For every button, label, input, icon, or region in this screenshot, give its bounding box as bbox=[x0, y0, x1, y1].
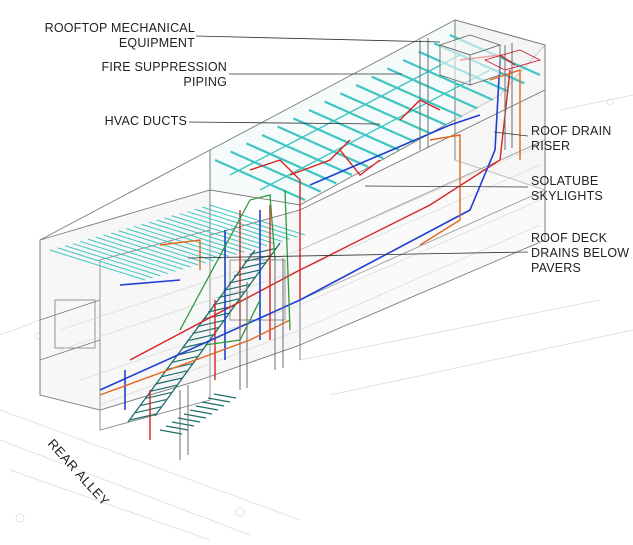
deck-paver-line bbox=[194, 208, 290, 240]
stair-tread bbox=[150, 384, 177, 392]
callout-line: SKYLIGHTS bbox=[531, 189, 603, 203]
stair-tread bbox=[223, 283, 250, 291]
duct-segment bbox=[339, 92, 431, 135]
duct-segment bbox=[245, 142, 337, 185]
roof-drain-piping bbox=[99, 69, 521, 396]
stair-tread bbox=[161, 370, 188, 378]
deck-paver-line bbox=[72, 243, 169, 275]
duct-segment bbox=[277, 125, 369, 168]
callout-hvac-ducts: HVAC DUCTS bbox=[30, 114, 187, 129]
callout-line: PAVERS bbox=[531, 261, 582, 275]
stair-tread bbox=[213, 298, 240, 306]
callout-solatube-skylights: SOLATUBE SKYLIGHTS bbox=[531, 174, 603, 204]
stair-tread bbox=[201, 401, 225, 407]
callout-line: FIRE SUPPRESSION bbox=[101, 60, 227, 74]
deck-paver-line bbox=[80, 240, 176, 272]
duct-run bbox=[229, 54, 461, 176]
duct-segment bbox=[292, 117, 384, 160]
hvac-duct-grid bbox=[214, 33, 541, 202]
ground-plane bbox=[0, 94, 633, 541]
stair-tread bbox=[135, 406, 162, 414]
stair-tread bbox=[159, 429, 183, 435]
duct-segment bbox=[386, 67, 478, 110]
stair-tread bbox=[207, 397, 231, 403]
stair-tread bbox=[187, 334, 214, 342]
stair-tread bbox=[239, 262, 266, 270]
stair-assembly bbox=[127, 242, 281, 435]
callout-fire-suppression-piping: FIRE SUPPRESSION PIPING bbox=[30, 60, 227, 90]
roof-deck-pavers bbox=[49, 204, 306, 281]
callout-line: RISER bbox=[531, 139, 571, 153]
deck-paver-line bbox=[179, 213, 275, 245]
stair-stringer bbox=[127, 249, 256, 423]
stair-tread bbox=[197, 319, 224, 327]
callout-roof-drain-riser: ROOF DRAIN RISER bbox=[531, 124, 611, 154]
deck-paver-line bbox=[103, 234, 199, 266]
duct-segment bbox=[355, 83, 447, 127]
stair-tread bbox=[165, 425, 189, 431]
deck-paver-line bbox=[118, 230, 214, 262]
stair-tread bbox=[192, 327, 219, 335]
stair-tread bbox=[183, 413, 207, 419]
duct-run bbox=[259, 69, 491, 191]
callout-line: PIPING bbox=[183, 75, 227, 89]
stair-tread bbox=[189, 409, 213, 415]
deck-paver-line bbox=[65, 245, 161, 277]
stair-tread bbox=[171, 355, 198, 363]
deck-paver-line bbox=[133, 225, 229, 257]
callout-line: EQUIPMENT bbox=[118, 36, 195, 50]
callout-line: HVAC DUCTS bbox=[104, 114, 187, 128]
callout-leaders bbox=[187, 35, 529, 259]
stair-stringer bbox=[154, 242, 281, 417]
stair-tread bbox=[195, 405, 219, 411]
deck-paver-line bbox=[148, 221, 245, 253]
callout-line: ROOF DECK bbox=[531, 231, 608, 245]
deck-paver-line bbox=[141, 223, 237, 255]
stair-tread bbox=[228, 276, 255, 284]
domestic-water-piping bbox=[99, 59, 501, 410]
deck-paver-line bbox=[156, 219, 252, 251]
stair-tread bbox=[171, 421, 195, 427]
deck-paver-line bbox=[57, 247, 153, 279]
duct-segment bbox=[214, 158, 306, 202]
duct-segment bbox=[324, 100, 416, 143]
deck-paver-line bbox=[87, 238, 184, 270]
duct-segment bbox=[402, 58, 494, 102]
stair-tread bbox=[155, 377, 183, 385]
deck-paver-line bbox=[95, 236, 191, 268]
duct-segment bbox=[308, 108, 400, 152]
stair-tread bbox=[213, 393, 237, 399]
callout-line: ROOFTOP MECHANICAL bbox=[44, 21, 195, 35]
duct-segment bbox=[371, 75, 463, 118]
gray-riser-columns bbox=[179, 38, 513, 460]
duct-segment bbox=[261, 133, 353, 177]
stair-tread bbox=[249, 247, 276, 255]
deck-paver-line bbox=[202, 206, 298, 238]
stair-tread bbox=[140, 399, 167, 407]
deck-paver-line bbox=[186, 210, 283, 242]
deck-paver-line bbox=[209, 204, 306, 236]
callout-line: SOLATUBE bbox=[531, 174, 599, 188]
callout-line: ROOF DRAIN bbox=[531, 124, 612, 138]
rooftop-mechanical-equipment bbox=[438, 34, 542, 86]
deck-paver-line bbox=[164, 217, 260, 249]
stair-tread bbox=[129, 413, 157, 421]
stair-tread bbox=[177, 417, 201, 423]
deck-paver-line bbox=[49, 249, 146, 281]
stair-tread bbox=[233, 269, 261, 277]
deck-paver-line bbox=[171, 215, 268, 247]
callout-roof-deck-drains: ROOF DECK DRAINS BELOW PAVERS bbox=[531, 231, 629, 276]
callout-line: DRAINS BELOW bbox=[531, 246, 630, 260]
duct-segment bbox=[230, 150, 322, 193]
callout-rooftop-mechanical-equipment: ROOFTOP MECHANICAL EQUIPMENT bbox=[30, 21, 195, 51]
